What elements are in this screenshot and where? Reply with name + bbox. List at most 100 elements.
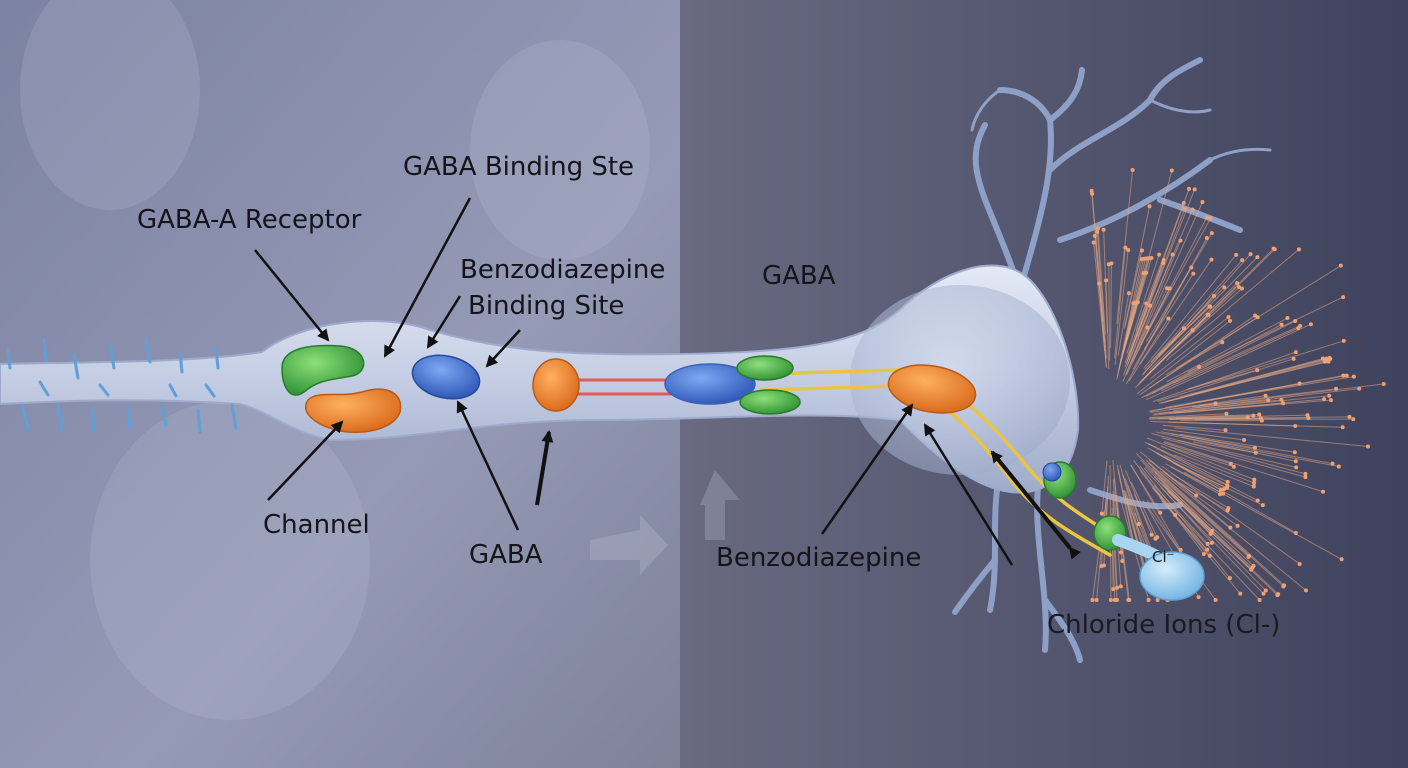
ion-spray-line xyxy=(1191,399,1269,409)
ion-spray-line xyxy=(1126,254,1160,355)
arrow-gaba-binding-site xyxy=(383,197,472,358)
ion-dot xyxy=(1139,248,1144,253)
ion-spray-line xyxy=(1096,231,1107,359)
ion-spray-line xyxy=(1097,228,1106,335)
ion-dot xyxy=(1109,261,1114,266)
ion-dot xyxy=(1293,459,1298,464)
ion-dot xyxy=(1120,559,1125,564)
ion-dot xyxy=(1089,188,1094,193)
ion-dot xyxy=(1228,461,1233,466)
ion-dot xyxy=(1213,598,1218,602)
ion-spray-line xyxy=(1156,431,1296,462)
ion-spray-line xyxy=(1175,265,1342,369)
ion-spray-line xyxy=(1162,437,1306,478)
ion-spray xyxy=(1089,168,1386,602)
ion-spray-line xyxy=(1194,418,1354,421)
ion-dot xyxy=(1251,484,1256,489)
ion-dot xyxy=(1115,585,1120,590)
receptor-subunit-green-top xyxy=(736,355,794,381)
ion-dot xyxy=(1209,231,1214,236)
ion-dot xyxy=(1263,393,1268,398)
ion-dot xyxy=(1201,552,1206,557)
ion-dot xyxy=(1327,393,1332,398)
ion-dot xyxy=(1096,226,1101,231)
ion-dot xyxy=(1146,598,1151,602)
ion-dot xyxy=(1190,207,1195,212)
callout-arrows xyxy=(254,197,1081,566)
ion-dot xyxy=(1303,588,1308,593)
membrane-cilia xyxy=(6,338,238,434)
ion-dot xyxy=(1294,465,1299,470)
ion-dot xyxy=(1227,576,1232,581)
ion-dot xyxy=(1123,245,1128,250)
ion-dot xyxy=(1225,508,1230,513)
ion-spray-line xyxy=(1091,190,1107,367)
arrow-gaba-bottom-left xyxy=(456,400,520,531)
ion-spray-line xyxy=(1117,469,1134,543)
ion-dot xyxy=(1190,328,1195,333)
ion-spray-line xyxy=(1125,469,1153,535)
ion-spray-line xyxy=(1150,259,1243,363)
ion-dot xyxy=(1192,187,1197,192)
ion-spray-line xyxy=(1162,424,1226,431)
ion-dot xyxy=(1218,492,1223,497)
ion-spray-line xyxy=(1161,327,1299,392)
ion-dot xyxy=(1226,314,1231,319)
ion-dot xyxy=(1320,489,1325,494)
ion-dot xyxy=(1155,598,1160,602)
ion-dot xyxy=(1328,356,1333,361)
ion-dot xyxy=(1228,318,1233,323)
ion-spray-line xyxy=(1131,288,1171,364)
ion-dot xyxy=(1228,525,1233,530)
ion-dot xyxy=(1094,598,1099,602)
ion-spray-line xyxy=(1170,466,1224,495)
ion-dot xyxy=(1246,554,1251,559)
label-benzodiazepine-binding-site-line2: Binding Site xyxy=(468,291,625,321)
background-blur-shapes xyxy=(20,0,650,720)
dendrite-fine xyxy=(970,88,1272,162)
ion-spray-line xyxy=(1108,264,1111,361)
ion-dot xyxy=(1090,598,1095,602)
ion-dot xyxy=(1263,588,1268,593)
label-benzodiazepine-binding-site-line1: Benzodiazepine xyxy=(460,255,666,285)
ion-spray-line xyxy=(1124,303,1147,363)
ion-spray-line xyxy=(1141,366,1200,399)
ion-dot xyxy=(1194,493,1199,498)
ion-spray-line xyxy=(1146,217,1212,335)
ion-dot xyxy=(1275,593,1280,598)
ion-dot xyxy=(1248,252,1253,257)
ion-spray-line xyxy=(1149,375,1344,412)
ion-dot xyxy=(1257,412,1262,417)
ion-dot xyxy=(1104,278,1109,283)
ion-spray-line xyxy=(1136,320,1231,395)
ion-dot xyxy=(1182,206,1187,211)
ion-spray-line xyxy=(1152,351,1297,403)
ion-dot xyxy=(1224,411,1229,416)
ion-dot xyxy=(1255,255,1260,260)
ion-spray-line xyxy=(1126,272,1147,339)
ion-dot xyxy=(1238,591,1243,596)
ion-dot xyxy=(1119,550,1124,555)
ion-spray-line xyxy=(1166,317,1288,383)
ion-dot xyxy=(1153,536,1158,541)
ion-dot xyxy=(1187,186,1192,191)
ion-dot xyxy=(1239,286,1244,291)
ion-dot xyxy=(1223,428,1228,433)
ion-dot xyxy=(1341,338,1346,343)
arrow-benzo-binding-site-bottom xyxy=(485,329,521,368)
ion-dot xyxy=(1261,591,1266,596)
ion-spray-line xyxy=(1152,320,1296,394)
label-cl-ion: Cl⁻ xyxy=(1152,548,1175,566)
ion-dot xyxy=(1220,340,1225,345)
ion-spray-line xyxy=(1128,318,1169,382)
ion-dot xyxy=(1266,398,1271,403)
ion-spray-line xyxy=(1150,316,1229,380)
ion-spray-line xyxy=(1124,478,1153,557)
ion-dot xyxy=(1169,168,1174,173)
ion-dot xyxy=(1303,471,1308,476)
ion-dot xyxy=(1344,373,1349,378)
ion-dot xyxy=(1126,291,1131,296)
ion-dot xyxy=(1225,479,1230,484)
ion-spray-line xyxy=(1157,358,1294,402)
